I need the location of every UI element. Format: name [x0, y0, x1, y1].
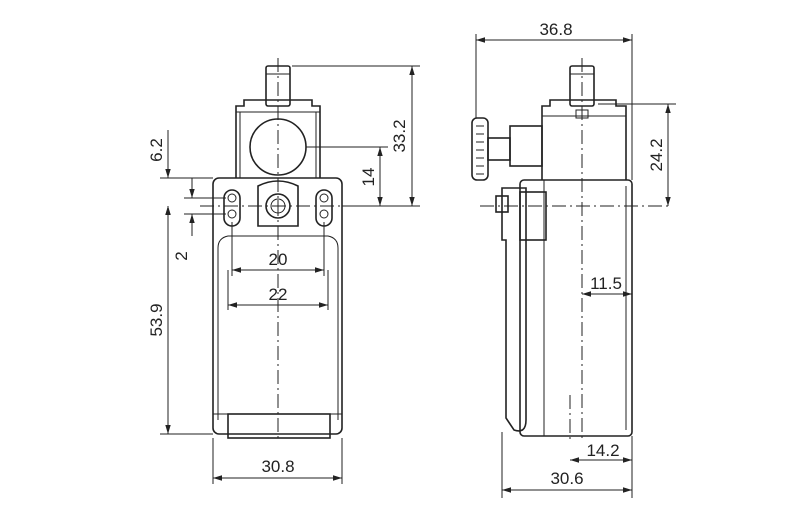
- dim-33-2: 33.2: [390, 119, 409, 152]
- front-left-mounting-slot: [223, 189, 241, 227]
- dim-2: 2: [172, 251, 191, 260]
- side-roller-wheel: [471, 117, 543, 181]
- side-view: 36.8 24.2 11.5 14.2 30.6: [471, 20, 676, 498]
- dim-20: 20: [269, 250, 288, 269]
- dim-6-2: 6.2: [147, 138, 166, 162]
- front-view: 33.2 14 6.2 2 53.9 20 22 30.8: [147, 58, 420, 484]
- front-right-mounting-slot: [315, 189, 333, 227]
- dim-11-5: 11.5: [590, 274, 622, 293]
- dim-22: 22: [269, 285, 288, 304]
- dim-30-6: 30.6: [550, 469, 583, 488]
- dim-14: 14: [359, 168, 378, 187]
- dim-14-2: 14.2: [586, 441, 619, 460]
- side-screw-head: [495, 195, 509, 213]
- side-body: [519, 179, 633, 437]
- dim-30-8: 30.8: [261, 457, 294, 476]
- side-lever-arm: [501, 187, 527, 432]
- dim-36-8: 36.8: [539, 20, 572, 39]
- dim-53-9: 53.9: [147, 303, 166, 336]
- side-head: [541, 99, 627, 180]
- dim-24-2: 24.2: [647, 138, 666, 171]
